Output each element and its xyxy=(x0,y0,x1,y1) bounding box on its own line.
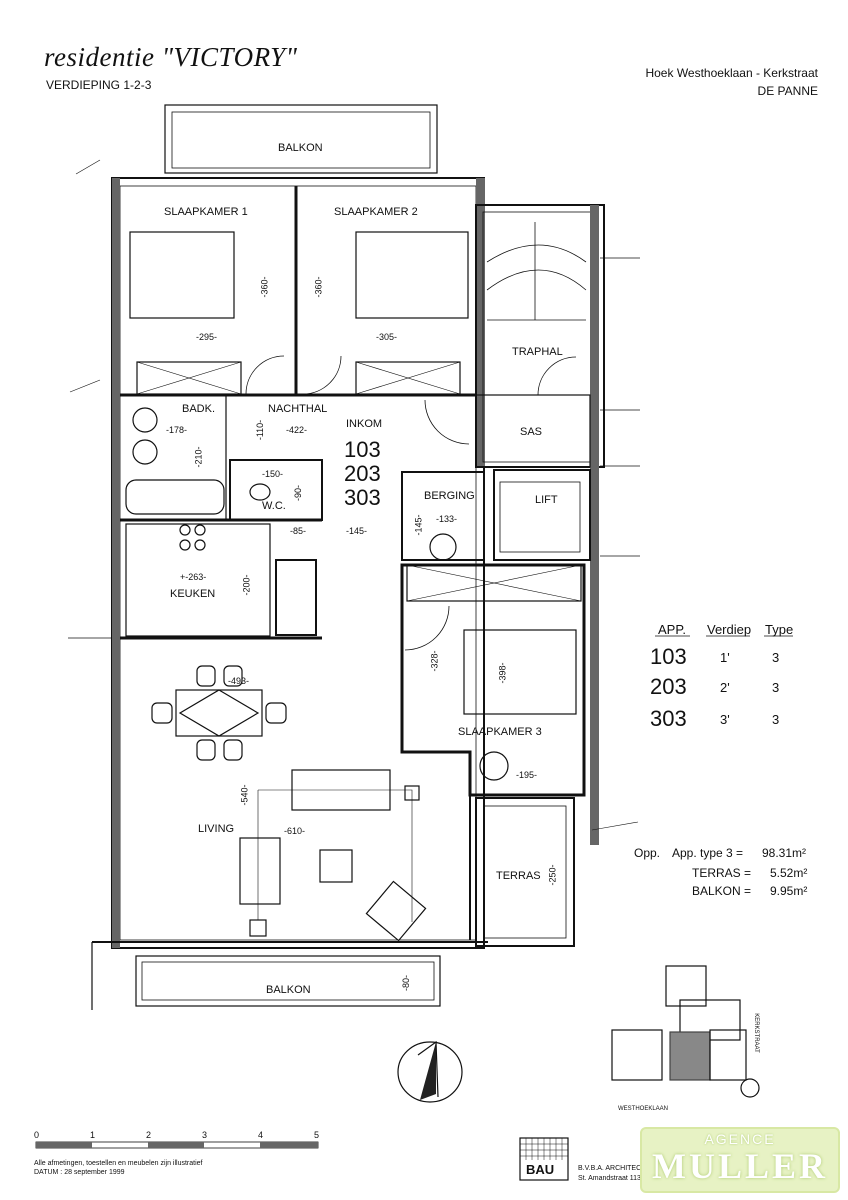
dim-nachthal: -110- xyxy=(255,419,266,441)
area-balkon-label: BALKON = xyxy=(692,884,752,898)
table-header-app: APP. xyxy=(658,622,686,637)
area-opp-label: Opp. xyxy=(634,846,661,860)
unit-number-303: 303 xyxy=(344,485,381,510)
room-living: LIVING xyxy=(198,823,235,835)
firm-logo: BAU xyxy=(526,1162,555,1177)
footer-note-1: Alle afmetingen, toestellen en meubelen … xyxy=(34,1160,203,1167)
room-slaapkamer-1: SLAAPKAMER 1 xyxy=(164,206,248,218)
dim-berging-height: -145- xyxy=(413,514,424,536)
address-line-2: DE PANNE xyxy=(757,84,818,98)
area-terras-value: 5.52m² xyxy=(770,866,808,880)
scale-tick: 3 xyxy=(202,1130,208,1140)
dim-balkon-height: -80- xyxy=(401,974,412,992)
room-nachthal: NACHTHAL xyxy=(268,403,328,415)
table-row-verdiep: 3' xyxy=(720,712,730,727)
area-balkon-value: 9.95m² xyxy=(770,884,808,898)
area-terras-label: TERRAS = xyxy=(692,866,752,880)
scale-tick: 5 xyxy=(314,1130,320,1140)
dim-living-height: -540- xyxy=(239,784,250,806)
room-terras: TERRAS xyxy=(496,870,541,882)
dim-sk1-width: -295- xyxy=(196,332,218,342)
unit-number-103: 103 xyxy=(344,437,381,462)
dim-inkom-145: -145- xyxy=(346,526,368,536)
table-header-type: Type xyxy=(765,622,794,637)
footer-note-2: DATUM : 28 september 1999 xyxy=(34,1169,125,1176)
table-row-verdiep: 2' xyxy=(720,680,730,695)
table-row-type: 3 xyxy=(772,712,780,727)
balcony-top-outline xyxy=(164,104,438,174)
dim-berging-width: -133- xyxy=(436,514,458,524)
room-balkon-top: BALKON xyxy=(278,142,323,154)
room-slaapkamer-3: SLAAPKAMER 3 xyxy=(458,726,542,738)
dim-dining: -493- xyxy=(228,676,250,686)
agency-watermark: AGENCE MULLER xyxy=(640,1127,840,1193)
room-berging: BERGING xyxy=(424,490,475,502)
address-line-1: Hoek Westhoeklaan - Kerkstraat xyxy=(645,66,818,80)
table-header-verdiep: Verdiep xyxy=(707,622,752,637)
dim-sk3-width: -195- xyxy=(516,770,538,780)
room-inkom: INKOM xyxy=(346,418,383,430)
dim-terras-height: -250- xyxy=(547,864,558,886)
site-street-westhoeklaan: WESTHOEKLAAN xyxy=(618,1106,669,1112)
dim-sk2-width: -305- xyxy=(376,332,398,342)
table-row-app: 203 xyxy=(650,674,687,699)
dim-wc-height: -90- xyxy=(293,484,304,502)
area-app-label: App. type 3 = xyxy=(672,846,744,860)
dim-sk3-height: -398- xyxy=(497,662,508,684)
room-keuken: KEUKEN xyxy=(170,588,216,600)
scale-tick: 2 xyxy=(146,1130,152,1140)
dim-inkom: -422- xyxy=(286,425,308,435)
room-lift: LIFT xyxy=(535,494,558,506)
agency-name: MULLER xyxy=(651,1146,828,1186)
dim-closet-85: -85- xyxy=(290,526,307,536)
dim-keuken-height: -200- xyxy=(241,574,252,596)
dim-keuken-width: +-263- xyxy=(180,572,207,582)
site-street-kerkstraat: KERKSTRAAT xyxy=(752,1013,759,1053)
scale-tick: 0 xyxy=(34,1130,40,1140)
room-badk: BADK. xyxy=(182,403,216,415)
table-row-app: 303 xyxy=(650,706,687,731)
area-app-value: 98.31m² xyxy=(762,846,807,860)
scale-tick: 4 xyxy=(258,1130,264,1140)
dim-sk2-height: -360- xyxy=(313,276,324,298)
plan-title: residentie "VICTORY" xyxy=(44,42,298,72)
table-row-type: 3 xyxy=(772,680,780,695)
dim-living-width: -610- xyxy=(284,826,306,836)
room-balkon-bottom: BALKON xyxy=(266,984,311,996)
unit-number-203: 203 xyxy=(344,461,381,486)
dim-badk-height: -210- xyxy=(193,446,204,468)
room-slaapkamer-2: SLAAPKAMER 2 xyxy=(334,206,418,218)
dim-wc-width: -150- xyxy=(262,469,284,479)
table-row-type: 3 xyxy=(772,650,780,665)
plan-subtitle: VERDIEPING 1-2-3 xyxy=(46,78,152,92)
room-traphal: TRAPHAL xyxy=(512,346,563,358)
room-wc: W.C. xyxy=(262,500,286,512)
table-row-app: 103 xyxy=(650,644,687,669)
room-sas: SAS xyxy=(520,426,543,438)
agency-top-text: AGENCE xyxy=(704,1131,776,1147)
scale-tick: 1 xyxy=(90,1130,96,1140)
dim-badk-width: -178- xyxy=(166,425,188,435)
dim-sk3-door: -328- xyxy=(429,650,440,672)
table-row-verdiep: 1' xyxy=(720,650,730,665)
dim-sk1-height: -360- xyxy=(259,276,270,298)
